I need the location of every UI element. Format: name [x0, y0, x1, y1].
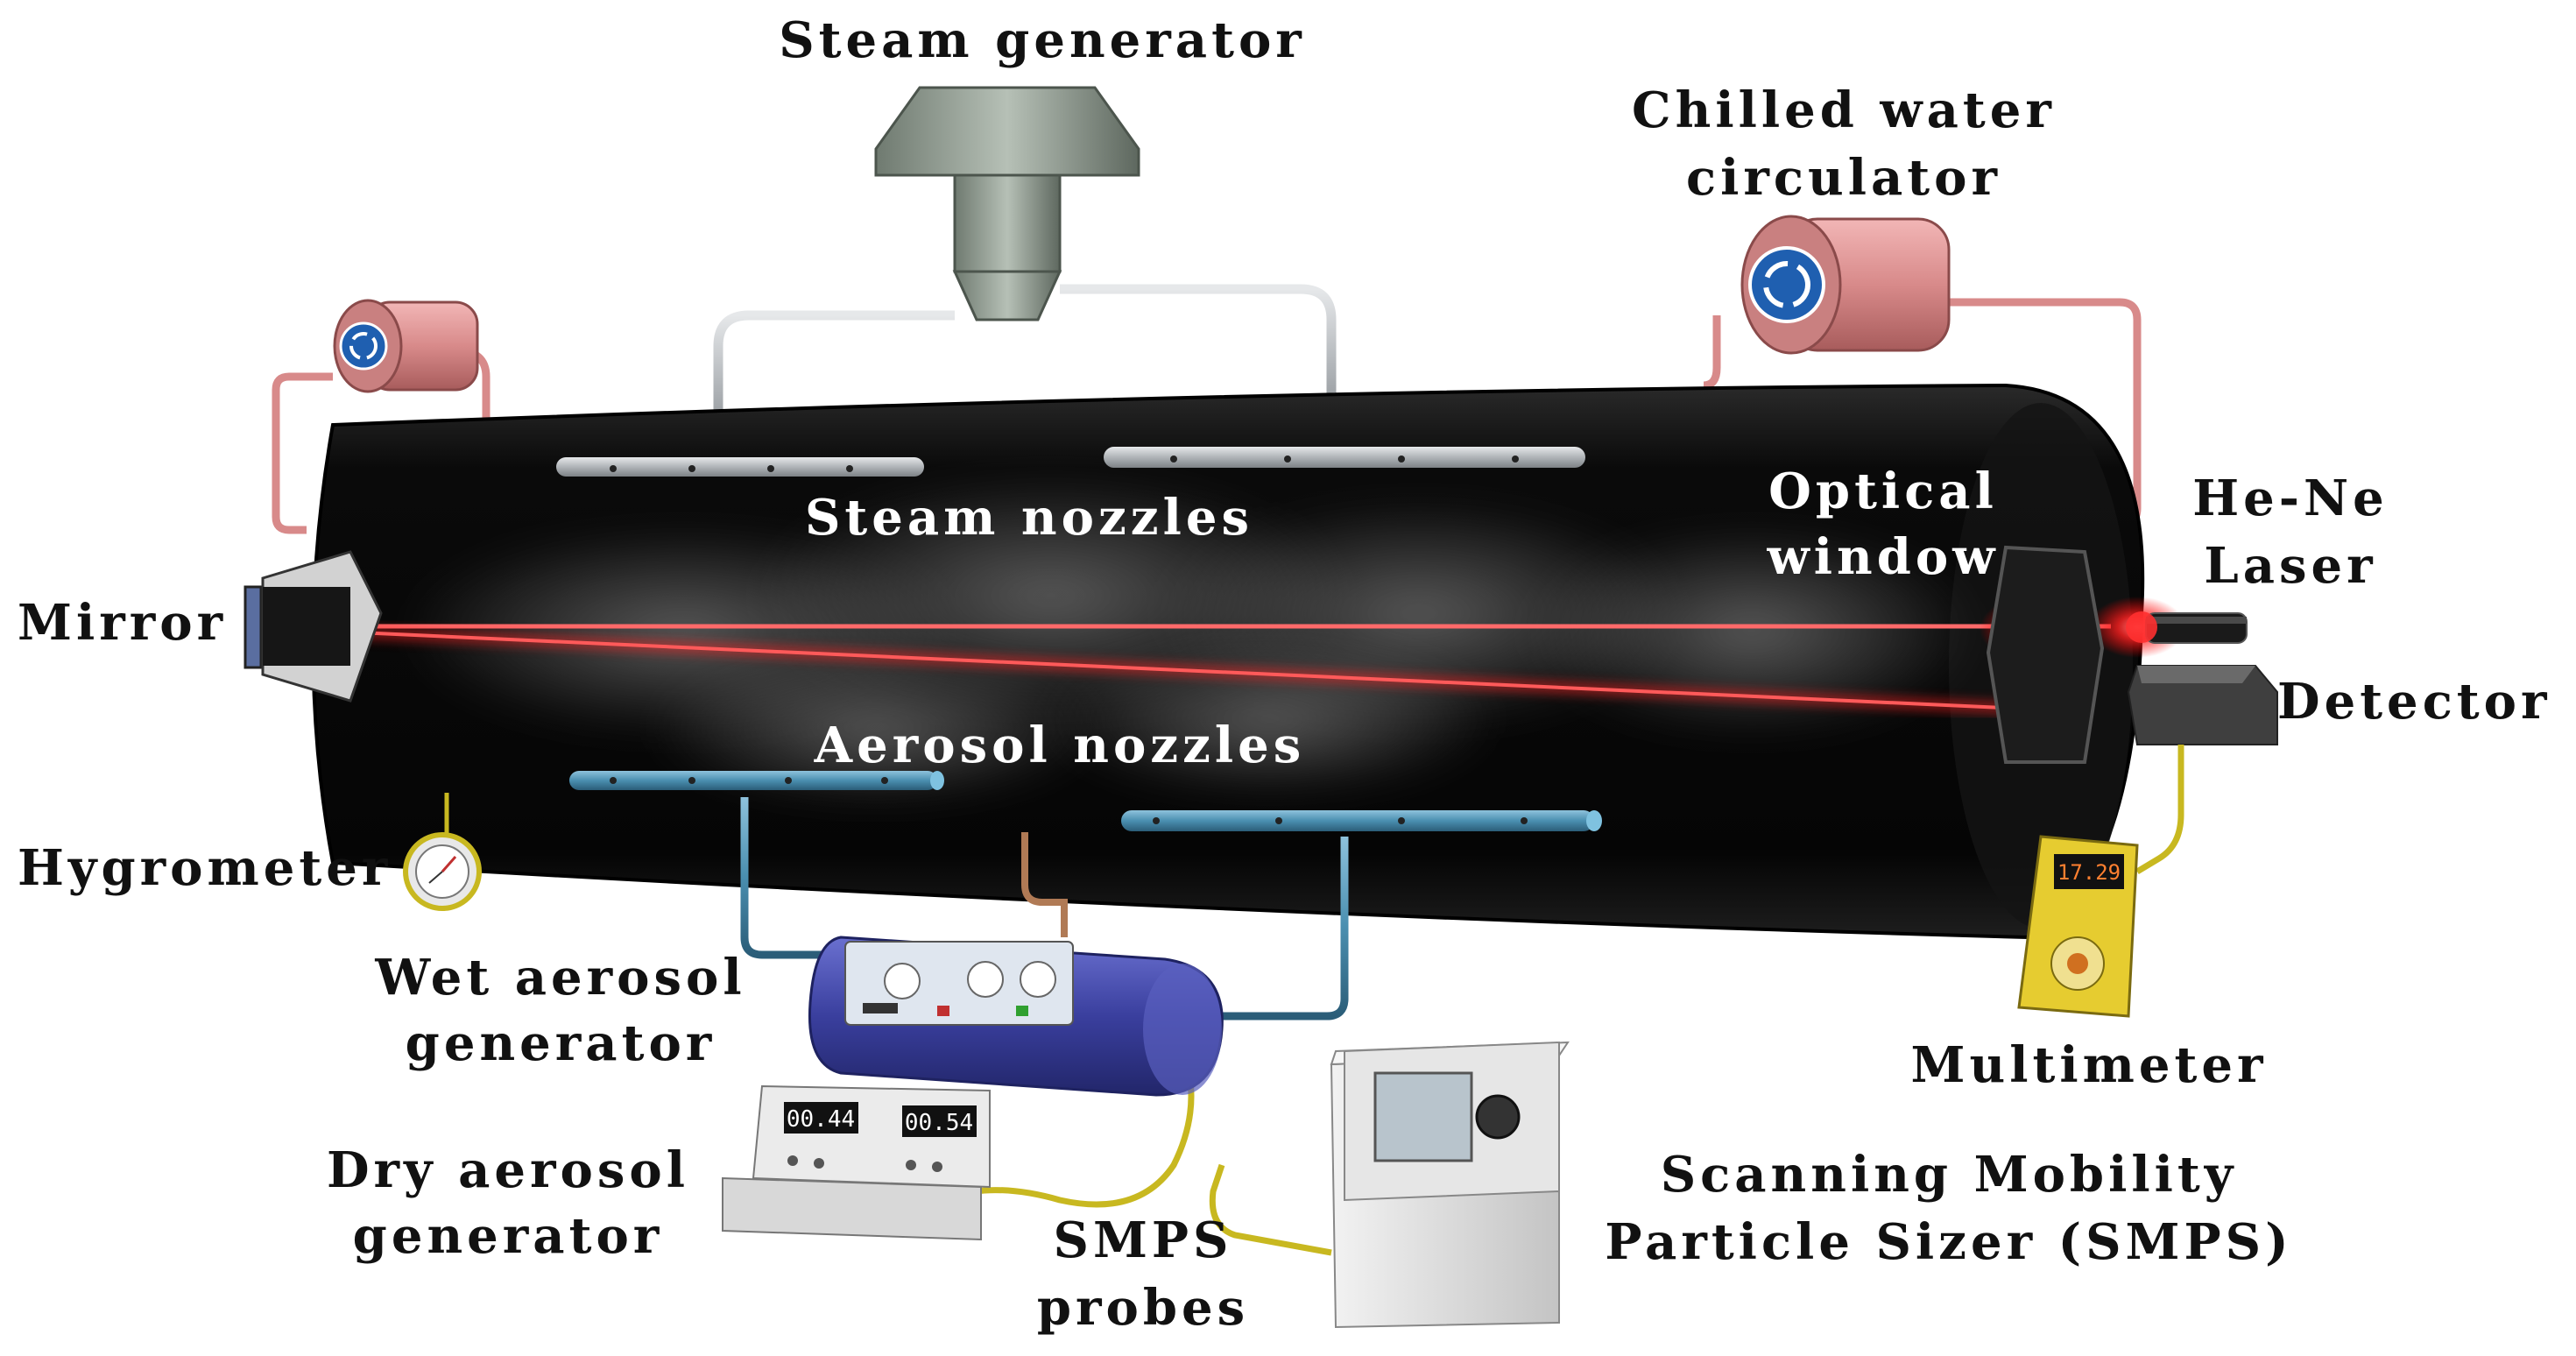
- steam-manifold: [713, 284, 1337, 460]
- multimeter-display: 17.29: [2057, 860, 2121, 885]
- label-wet-aerosol-1: Wet aerosol: [374, 949, 745, 1006]
- label-steam-nozzles: Steam nozzles: [805, 489, 1253, 547]
- steam-nozzles: [556, 447, 1585, 477]
- label-wet-aerosol-2: generator: [406, 1014, 716, 1072]
- aerosol-nozzles: [569, 771, 1602, 1021]
- dry-gen-right-display: 00.54: [905, 1110, 973, 1136]
- wet-aerosol-generator: [808, 936, 1224, 1097]
- label-smps-probes-2: probes: [1037, 1279, 1249, 1337]
- multimeter: 17.29: [2017, 835, 2139, 1018]
- label-smps-2: Particle Sizer (SMPS): [1605, 1213, 2292, 1271]
- label-smps-probes-1: SMPS: [1054, 1211, 1233, 1269]
- optical-window: [1986, 545, 2105, 764]
- detector: [2127, 665, 2278, 745]
- label-laser-1: He-Ne: [2192, 470, 2389, 527]
- label-dry-aerosol-2: generator: [353, 1207, 664, 1265]
- dry-gen-left-display: 00.44: [787, 1106, 855, 1133]
- smps-unit: [1330, 1041, 1570, 1329]
- label-laser-2: Laser: [2204, 537, 2376, 595]
- label-multimeter: Multimeter: [1911, 1036, 2268, 1094]
- circular-arrows-icon: [1748, 246, 1825, 323]
- label-optical-window-1: Optical: [1768, 463, 1998, 520]
- chiller-small: [333, 299, 479, 393]
- steam-generator: [874, 86, 1140, 321]
- label-dry-aerosol-1: Dry aerosol: [327, 1141, 689, 1199]
- chiller-large: [1740, 215, 1951, 355]
- label-chilled-water-1: Chilled water: [1632, 81, 2056, 139]
- label-aerosol-nozzles: Aerosol nozzles: [814, 717, 1306, 774]
- he-ne-laser: [2126, 611, 2248, 644]
- dial-gauge-icon: [415, 844, 469, 899]
- label-steam-generator: Steam generator: [779, 11, 1306, 69]
- label-chilled-water-2: circulator: [1686, 149, 2001, 207]
- mirror: [243, 550, 383, 703]
- dry-aerosol-generator: 00.44 00.54: [722, 1084, 991, 1241]
- label-hygrometer: Hygrometer: [18, 839, 392, 897]
- label-smps-1: Scanning Mobility: [1661, 1146, 2238, 1204]
- label-detector: Detector: [2277, 673, 2551, 731]
- label-mirror: Mirror: [18, 594, 227, 652]
- circular-arrows-icon: [339, 321, 388, 371]
- hygrometer: [403, 793, 482, 911]
- label-optical-window-2: window: [1767, 528, 2000, 586]
